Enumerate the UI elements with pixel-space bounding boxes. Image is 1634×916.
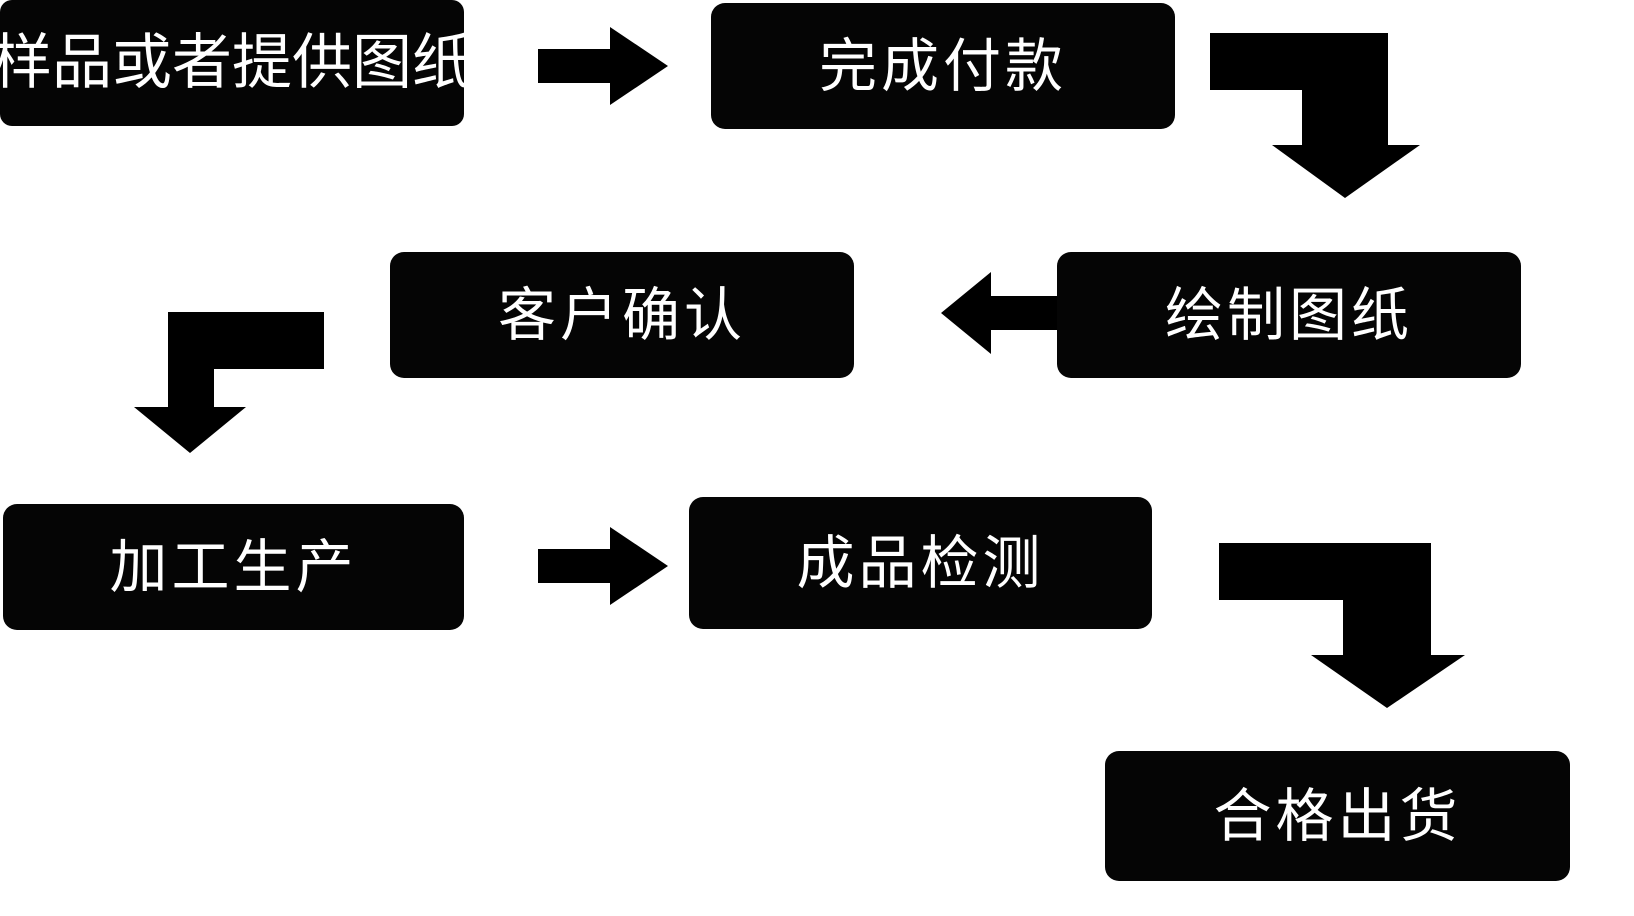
arrow-left-icon — [941, 272, 1061, 354]
flow-node-drawing[interactable]: 绘制图纸 — [1057, 252, 1521, 378]
connector-confirm-to-production — [134, 295, 324, 453]
flow-node-label: 成品检测 — [796, 529, 1045, 597]
flow-node-payment[interactable]: 完成付款 — [711, 3, 1175, 129]
flow-node-label: 客户确认 — [497, 281, 746, 349]
flow-node-label: 样品或者提供图纸 — [0, 28, 472, 98]
flow-node-label: 加工生产 — [109, 533, 358, 601]
elbow-arrow-right-down-icon — [1219, 543, 1465, 708]
elbow-arrow-right-down-icon — [1210, 33, 1420, 198]
connector-drawing-to-confirm — [941, 272, 1061, 354]
connector-payment-to-drawing — [1210, 33, 1420, 198]
elbow-arrow-left-down-icon — [134, 312, 324, 453]
connector-production-to-inspection — [538, 527, 668, 605]
flow-node-inspection[interactable]: 成品检测 — [689, 497, 1152, 629]
flow-node-label: 合格出货 — [1213, 782, 1462, 850]
flow-node-sample[interactable]: 样品或者提供图纸 — [0, 0, 472, 126]
arrow-right-icon — [538, 527, 668, 605]
flow-node-production[interactable]: 加工生产 — [3, 504, 464, 630]
connector-inspection-to-shipment — [1219, 543, 1465, 708]
flow-node-label: 绘制图纸 — [1164, 281, 1413, 349]
connector-sample-to-payment — [538, 27, 668, 105]
arrow-right-icon — [538, 27, 668, 105]
flow-node-label: 完成付款 — [818, 32, 1067, 100]
flow-node-shipment[interactable]: 合格出货 — [1105, 751, 1570, 881]
flow-node-confirm[interactable]: 客户确认 — [390, 252, 854, 378]
